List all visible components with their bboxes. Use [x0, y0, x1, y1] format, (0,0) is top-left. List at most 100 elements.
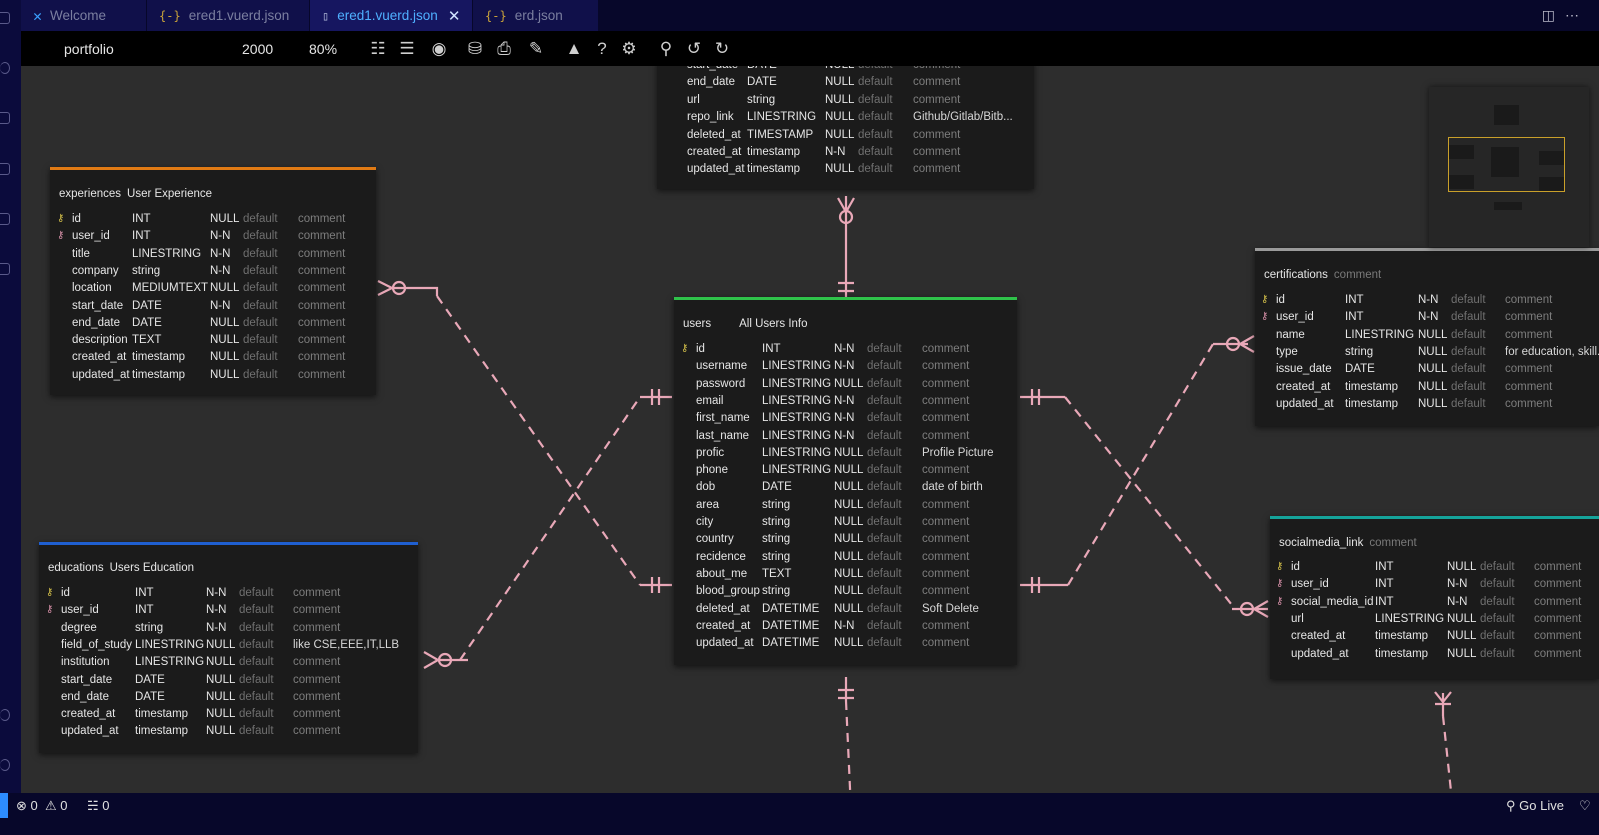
- source-control-icon[interactable]: [0, 112, 10, 124]
- column-name[interactable]: first_name: [696, 412, 750, 425]
- notifications-bell-icon[interactable]: ♡: [1579, 798, 1591, 813]
- column-type[interactable]: timestamp: [1345, 380, 1399, 393]
- column-type[interactable]: DATE: [135, 673, 165, 686]
- column-default[interactable]: default: [867, 377, 902, 390]
- column-default[interactable]: default: [239, 725, 274, 738]
- column-comment[interactable]: comment: [293, 708, 341, 721]
- column-default[interactable]: default: [867, 550, 902, 563]
- warnings-indicator[interactable]: ⚠ 0: [45, 798, 68, 813]
- column-name[interactable]: end_date: [61, 690, 109, 703]
- column-default[interactable]: default: [1451, 328, 1486, 341]
- undo-icon[interactable]: ↺: [686, 39, 702, 58]
- column-name[interactable]: blood_group: [696, 585, 760, 598]
- table-name[interactable]: users: [683, 318, 712, 330]
- column-default[interactable]: default: [239, 604, 274, 617]
- erd-canvas[interactable]: start_dateDATENULLdefaultcommentend_date…: [21, 66, 1599, 793]
- search-icon[interactable]: ⚲: [659, 39, 673, 58]
- minimap-viewport[interactable]: [1448, 137, 1565, 192]
- table-comment[interactable]: All Users Info: [739, 318, 808, 330]
- column-default[interactable]: default: [243, 213, 278, 225]
- column-name[interactable]: deleted_at: [687, 128, 741, 141]
- gear-icon[interactable]: ⚙: [621, 39, 637, 58]
- column-comment[interactable]: comment: [1534, 595, 1582, 608]
- column-name[interactable]: field_of_study: [61, 638, 132, 651]
- redo-icon[interactable]: ↻: [714, 39, 730, 58]
- minimap[interactable]: [1429, 87, 1589, 247]
- column-nullable[interactable]: NULL: [834, 516, 864, 528]
- tab-ered1-vuerd-json-active[interactable]: ▯ ered1.vuerd.json ✕: [310, 0, 472, 31]
- column-nullable[interactable]: N-N: [1418, 294, 1439, 306]
- column-nullable[interactable]: NULL: [834, 585, 864, 598]
- column-name[interactable]: area: [696, 498, 720, 511]
- zoom-level-input[interactable]: 80%: [309, 41, 338, 57]
- column-nullable[interactable]: NULL: [206, 656, 236, 669]
- table-list-icon[interactable]: ☰: [399, 39, 415, 58]
- column-comment[interactable]: comment: [293, 604, 341, 617]
- column-comment[interactable]: comment: [293, 690, 341, 703]
- column-default[interactable]: default: [1451, 363, 1486, 376]
- column-comment[interactable]: comment: [298, 351, 346, 364]
- column-comment[interactable]: comment: [1534, 561, 1582, 573]
- column-name[interactable]: start_date: [687, 66, 738, 71]
- column-type[interactable]: INT: [132, 230, 151, 243]
- column-name[interactable]: id: [61, 587, 70, 599]
- column-nullable[interactable]: N-N: [210, 299, 231, 312]
- column-comment[interactable]: comment: [298, 247, 346, 260]
- column-type[interactable]: string: [135, 621, 164, 634]
- column-nullable[interactable]: NULL: [210, 316, 240, 329]
- column-type[interactable]: timestamp: [1375, 630, 1429, 643]
- column-nullable[interactable]: NULL: [206, 725, 236, 738]
- column-comment[interactable]: comment: [913, 66, 960, 71]
- explorer-icon[interactable]: [0, 12, 10, 24]
- column-comment[interactable]: comment: [913, 128, 961, 141]
- column-type[interactable]: LINESTRING: [747, 111, 817, 124]
- tab-welcome[interactable]: ✕ Welcome: [21, 0, 146, 31]
- column-nullable[interactable]: NULL: [825, 66, 854, 71]
- column-nullable[interactable]: NULL: [834, 567, 864, 580]
- more-actions-icon[interactable]: ⋯: [1565, 7, 1589, 23]
- column-nullable[interactable]: N-N: [1447, 578, 1468, 591]
- column-default[interactable]: default: [1451, 380, 1486, 393]
- column-nullable[interactable]: N-N: [210, 247, 231, 260]
- column-type[interactable]: LINESTRING: [762, 377, 832, 390]
- column-comment[interactable]: comment: [1534, 612, 1582, 625]
- column-type[interactable]: MEDIUMTEXT: [132, 282, 209, 295]
- column-type[interactable]: LINESTRING: [762, 360, 832, 373]
- column-comment[interactable]: comment: [298, 316, 346, 329]
- column-name[interactable]: id: [72, 213, 81, 225]
- column-default[interactable]: default: [867, 394, 902, 407]
- column-type[interactable]: timestamp: [1345, 397, 1399, 410]
- column-nullable[interactable]: N-N: [206, 587, 227, 599]
- search-icon[interactable]: [0, 62, 10, 74]
- column-type[interactable]: LINESTRING: [1345, 328, 1415, 341]
- column-name[interactable]: title: [72, 247, 90, 260]
- column-comment[interactable]: comment: [293, 621, 341, 634]
- column-nullable[interactable]: N-N: [206, 604, 227, 617]
- column-comment[interactable]: comment: [1505, 397, 1553, 410]
- column-type[interactable]: LINESTRING: [762, 464, 832, 477]
- column-type[interactable]: DATE: [135, 690, 165, 703]
- column-default[interactable]: default: [1480, 612, 1515, 625]
- extensions-icon[interactable]: [0, 213, 10, 225]
- column-name[interactable]: deleted_at: [696, 602, 750, 615]
- column-default[interactable]: default: [867, 498, 902, 511]
- column-name[interactable]: username: [696, 360, 748, 373]
